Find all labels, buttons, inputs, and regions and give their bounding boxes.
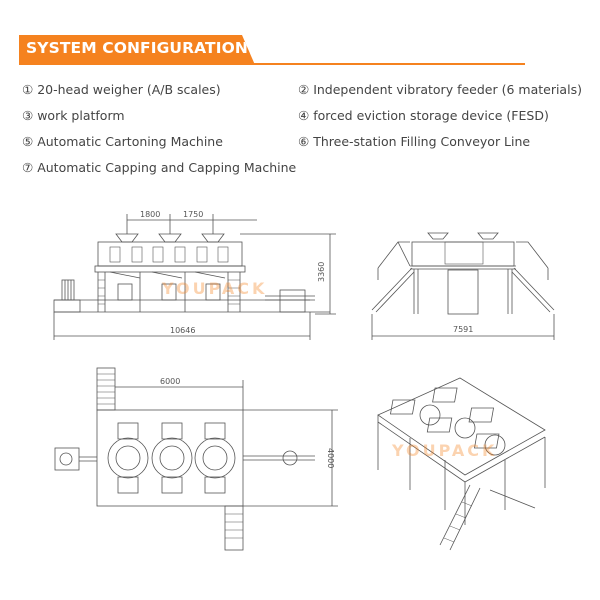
dim-length: 10646 [170,326,195,335]
header-underline [249,63,525,65]
watermark-text: YOUPACK [392,441,498,460]
dim-width: 7591 [453,325,473,334]
dim-height: 3360 [317,262,326,282]
dim-top-length: 6000 [160,377,180,386]
feature-item: ③ work platform [22,108,125,123]
top-view-drawing: 6000 4000 [54,367,338,551]
header-tab: SYSTEM CONFIGURATION [19,35,255,65]
weigher-top [107,422,236,494]
feature-item: ② Independent vibratory feeder (6 materi… [298,82,582,97]
dim-spacing-1: 1800 [140,210,160,219]
section-header: SYSTEM CONFIGURATION [19,35,525,65]
isometric-view-drawing [377,377,546,551]
feature-item: ⑤ Automatic Cartoning Machine [22,134,223,149]
dim-spacing-2: 1750 [183,210,203,219]
feature-item: ⑥ Three-station Filling Conveyor Line [298,134,531,149]
feature-item: ① 20-head weigher (A/B scales) [22,82,221,97]
side-view-drawing: 7591 [371,232,555,340]
dim-top-width: 4000 [326,448,335,468]
page-title: SYSTEM CONFIGURATION [26,39,248,57]
watermark-text: YOUPACK [162,279,268,298]
feature-item: ④ forced eviction storage device (FESD) [298,108,549,123]
feature-item: ⑦ Automatic Capping and Capping Machine [22,160,297,175]
front-view-drawing: 1800 1750 3360 10646 [53,210,336,340]
